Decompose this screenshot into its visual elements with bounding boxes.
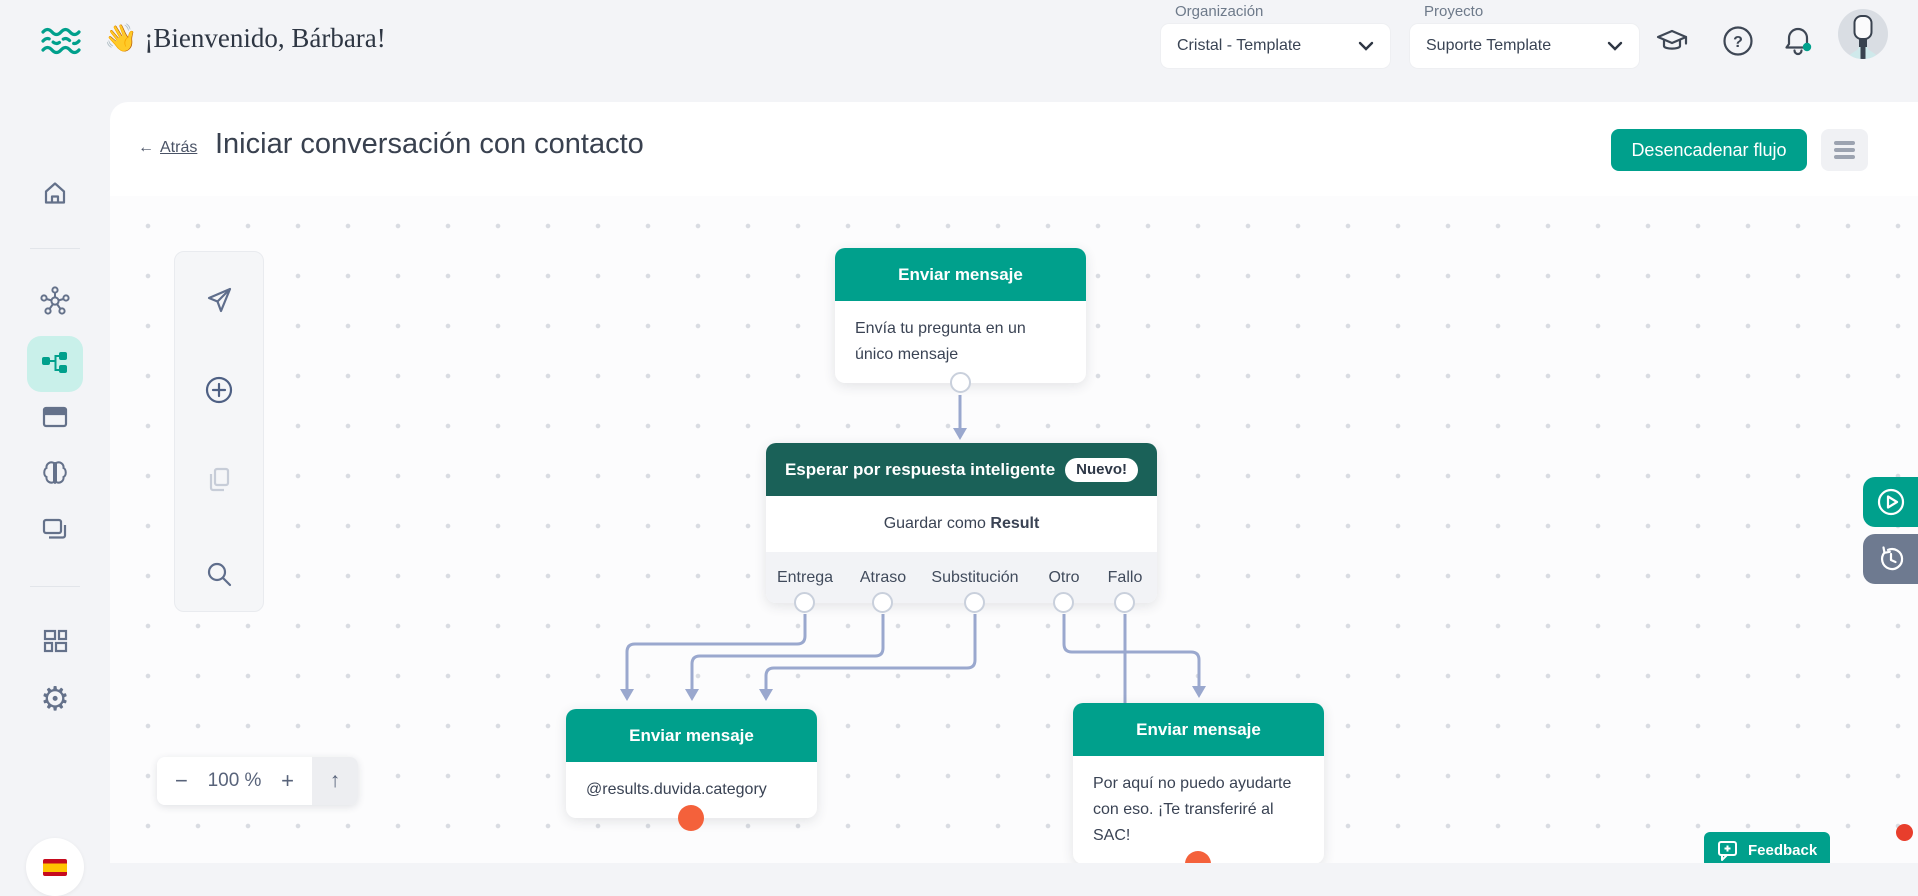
port-substitucion[interactable] xyxy=(964,592,985,613)
spain-flag-icon xyxy=(43,858,67,876)
avatar[interactable] xyxy=(1838,9,1888,59)
sidebar-item-settings[interactable]: ⚙ xyxy=(33,676,77,720)
sidebar-item-window[interactable] xyxy=(33,395,77,439)
flow-header: ← Atrás Iniciar conversación con contacto… xyxy=(110,102,1918,196)
apps-icon xyxy=(43,629,68,653)
settings-gear-icon: ⚙ xyxy=(40,678,70,718)
port-otro[interactable] xyxy=(1053,592,1074,613)
send-to-contact-icon[interactable] xyxy=(202,283,236,317)
svg-text:?: ? xyxy=(1733,34,1743,51)
sidebar-divider xyxy=(30,248,80,249)
page-title: Iniciar conversación con contacto xyxy=(215,128,644,160)
sidebar-divider xyxy=(30,586,80,587)
category-row: Entrega Atraso Substitución Otro Fallo xyxy=(766,552,1157,603)
canvas-toolbar xyxy=(174,251,264,612)
hub-icon xyxy=(40,286,70,315)
zoom-out-button[interactable]: − xyxy=(175,768,188,793)
back-arrow-icon: ← xyxy=(138,139,154,156)
scroll-top-button[interactable]: ↑ xyxy=(312,757,358,805)
flows-icon xyxy=(42,352,67,373)
notifications-icon[interactable] xyxy=(1779,22,1817,60)
project-group: Proyecto Suporte Template xyxy=(1410,3,1639,68)
project-value: Suporte Template xyxy=(1426,37,1552,54)
flow-options-button[interactable] xyxy=(1821,129,1868,171)
hamburger-icon xyxy=(1834,141,1855,145)
chat-icon xyxy=(42,518,67,539)
node-body: Guardar como Result xyxy=(883,515,1040,532)
connector-entrega xyxy=(625,614,807,690)
feedback-label: Feedback xyxy=(1748,841,1818,859)
category-fallo: Fallo xyxy=(1107,569,1143,586)
sidebar-item-home[interactable] xyxy=(33,171,77,215)
port-entrega[interactable] xyxy=(794,592,815,613)
category-entrega: Entrega xyxy=(776,569,834,586)
error-exit-port[interactable] xyxy=(678,805,704,831)
feedback-bubble-icon xyxy=(1718,840,1737,861)
flow-canvas[interactable]: Enviar mensaje Envía tu pregunta en un ú… xyxy=(110,196,1918,863)
node-send-message-1[interactable]: Enviar mensaje Envía tu pregunta en un ú… xyxy=(835,248,1086,393)
node-title: Esperar por respuesta inteligente xyxy=(784,459,1056,479)
weni-logo-icon[interactable] xyxy=(40,26,82,61)
feedback-button[interactable]: Feedback xyxy=(1704,832,1831,863)
sidebar-item-apps[interactable] xyxy=(33,619,77,663)
node-title: Enviar mensaje xyxy=(1073,703,1324,756)
organization-value: Cristal - Template xyxy=(1177,37,1302,54)
node-body: @results.duvida.category xyxy=(586,781,767,798)
category-atraso: Atraso xyxy=(859,569,907,586)
feedback-notification-dot xyxy=(1896,824,1913,841)
organization-label: Organización xyxy=(1175,3,1264,20)
project-select[interactable]: Suporte Template xyxy=(1410,24,1639,68)
node-send-message-3[interactable]: Enviar mensaje Por aquí no puedo ayudart… xyxy=(1073,703,1324,863)
sidebar-item-hub[interactable] xyxy=(33,279,77,323)
result-variable: Result xyxy=(990,515,1040,532)
category-otro: Otro xyxy=(1048,569,1080,586)
project-label: Proyecto xyxy=(1424,3,1484,20)
window-icon xyxy=(42,406,68,428)
help-icon[interactable]: ? xyxy=(1719,22,1757,60)
copy-icon[interactable] xyxy=(202,463,236,497)
language-selector[interactable] xyxy=(26,838,84,896)
content-card: ← Atrás Iniciar conversación con contacto… xyxy=(110,102,1918,863)
run-simulator-button[interactable] xyxy=(1863,477,1918,527)
back-link[interactable]: ← Atrás xyxy=(138,139,197,157)
connector-substitucion xyxy=(764,614,977,690)
connector-otro xyxy=(1062,614,1201,687)
home-icon xyxy=(44,182,66,204)
exit-port[interactable] xyxy=(950,372,971,393)
history-icon xyxy=(1880,546,1903,571)
brain-icon xyxy=(43,461,67,484)
port-fallo[interactable] xyxy=(1114,592,1135,613)
trigger-flow-button[interactable]: Desencadenar flujo xyxy=(1611,129,1807,171)
node-send-message-2[interactable]: Enviar mensaje @results.duvida.category xyxy=(566,709,817,831)
chevron-down-icon xyxy=(1358,41,1374,51)
zoom-control: − 100 % + ↑ xyxy=(157,757,358,805)
sidebar-item-brain[interactable] xyxy=(33,451,77,495)
search-icon[interactable] xyxy=(202,557,236,591)
node-title: Enviar mensaje xyxy=(835,248,1086,301)
sidebar-item-flows[interactable] xyxy=(27,336,83,392)
port-atraso[interactable] xyxy=(872,592,893,613)
node-wait-smart-response[interactable]: Esperar por respuesta inteligente Nuevo!… xyxy=(766,443,1157,613)
sidebar: ⚙ xyxy=(0,83,110,896)
error-exit-port[interactable] xyxy=(1185,851,1211,863)
category-substitucion: Substitución xyxy=(931,569,1019,586)
history-button[interactable] xyxy=(1863,534,1918,584)
zoom-level: 100 % xyxy=(207,770,262,791)
node-body: Por aquí no puedo ayudarte con eso. ¡Te … xyxy=(1093,775,1292,844)
new-badge: Nuevo! xyxy=(1065,457,1139,482)
play-icon xyxy=(1877,488,1904,516)
sidebar-item-chats[interactable] xyxy=(33,507,77,551)
node-body: Envía tu pregunta en un único mensaje xyxy=(855,320,1026,363)
back-label: Atrás xyxy=(160,139,198,156)
organization-group: Organización Cristal - Template xyxy=(1161,3,1390,68)
organization-select[interactable]: Cristal - Template xyxy=(1161,24,1390,68)
welcome-text: 👋 ¡Bienvenido, Bárbara! xyxy=(104,23,386,53)
chevron-down-icon xyxy=(1607,41,1623,51)
academy-icon[interactable] xyxy=(1653,22,1691,60)
add-node-icon[interactable] xyxy=(202,373,236,407)
topbar: 👋 ¡Bienvenido, Bárbara! Organización Cri… xyxy=(0,0,1918,83)
connector-atraso xyxy=(690,614,885,690)
zoom-in-button[interactable]: + xyxy=(281,768,294,793)
node-title: Enviar mensaje xyxy=(566,709,817,762)
